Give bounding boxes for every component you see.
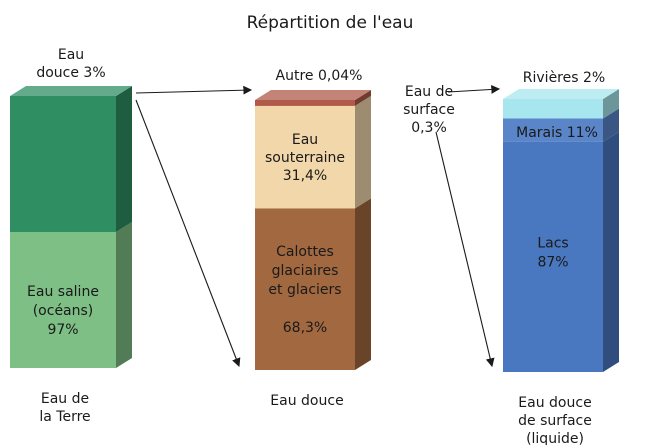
bar-0-top-face [10, 86, 132, 96]
bar-0-segment-1-label: Eau [58, 47, 84, 63]
arrow-eau-douce-bottom [135, 99, 241, 368]
bar-2-segment-0-label: Lacs [537, 235, 568, 251]
bar-1-segment-0 [255, 208, 355, 370]
bar-2-label: Eau douce [518, 395, 591, 411]
bar-1-top-face [255, 90, 371, 100]
arrow-surface-bottom [435, 131, 495, 368]
bar-2-label: de surface [518, 413, 592, 429]
bar-1-segment-2-label: Autre 0,04% [276, 68, 363, 84]
chart-title: Répartition de l'eau [247, 13, 414, 33]
bar-0-segment-0-label: (océans) [33, 303, 94, 319]
bar-1-segment-1-side [355, 95, 371, 209]
bar-1-segment-3-label: 0,3% [411, 120, 447, 136]
bar-0-segment-1-side [116, 86, 132, 232]
bar-1-segment-0-side [355, 198, 371, 370]
bar-0-label: la Terre [39, 409, 90, 425]
bar-1-segment-0-label: et glaciers [268, 282, 341, 298]
bar-0-segment-0 [10, 232, 116, 368]
bar-1-segment-0-label: Calottes [276, 244, 334, 260]
bar-0-segment-0-label: Eau saline [27, 284, 99, 300]
bar-0-label: Eau de [41, 391, 89, 407]
bar-1-segment-2 [255, 100, 355, 106]
bar-2-label: (liquide) [526, 431, 584, 445]
bar-2-segment-1 [503, 118, 603, 142]
bar-2-segment-0-side [603, 131, 619, 372]
bar-1-segment-3-label: surface [403, 102, 455, 118]
bar-1-segment-1-label: souterraine [265, 150, 345, 166]
bar-1-segment-1 [255, 105, 355, 209]
bar-2-segment-0-label: 87% [537, 254, 568, 270]
bar-1-segment-0-label: glaciaires [272, 263, 339, 279]
bar-2-segment-2-label: Rivières 2% [523, 70, 605, 86]
bar-2-segment-1-side [603, 108, 619, 142]
bar-0-segment-1 [10, 96, 116, 232]
bar-2-top-face [503, 89, 619, 99]
bar-1-segment-3-label: Eau de [405, 84, 453, 100]
bar-2-segment-2 [503, 99, 603, 119]
bar-2-segment-2-side [603, 89, 619, 119]
bar-1-segment-1-label: Eau [292, 132, 318, 148]
arrow-surface-top [447, 85, 501, 94]
bar-1-segment-0-label: 68,3% [283, 320, 327, 336]
bar-0-segment-1-label: douce 3% [36, 65, 105, 81]
bar-0-segment-0-label: 97% [47, 322, 78, 338]
bar-2-segment-0 [503, 141, 603, 372]
bar-1-segment-2-side [355, 90, 371, 106]
bar-1-segment-1-label: 31,4% [283, 168, 327, 184]
bar-1-label: Eau douce [270, 393, 343, 409]
arrow-eau-douce-top [135, 85, 253, 95]
bar-0-segment-0-side [116, 222, 132, 368]
bar-2-segment-1-label: Marais 11% [516, 125, 598, 141]
